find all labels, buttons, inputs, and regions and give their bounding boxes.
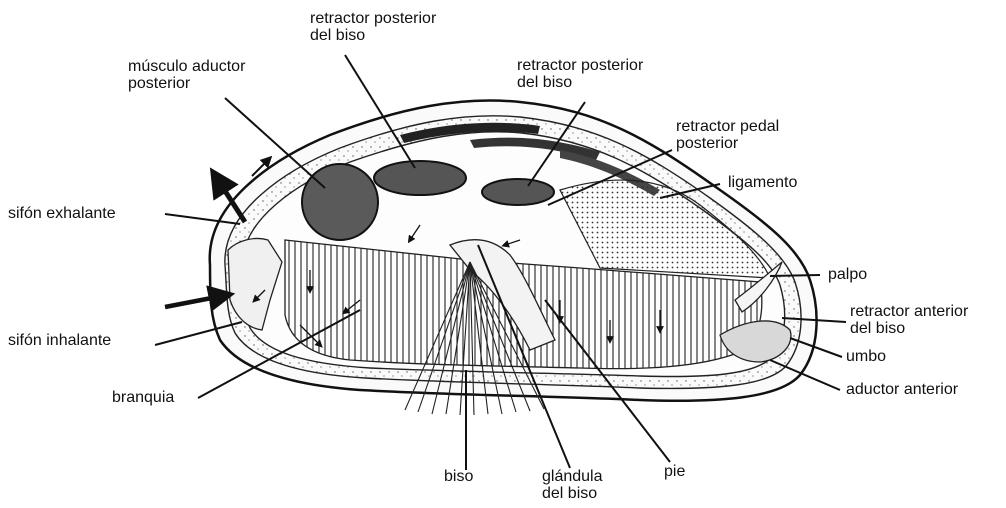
label-biso: biso (444, 468, 473, 485)
label-umbo: umbo (846, 348, 886, 365)
label-musculo-aductor: músculo aductor posterior (128, 58, 245, 92)
posterior-adductor-muscle (302, 164, 378, 240)
label-retractor-posterior-1: retractor posterior del biso (310, 10, 436, 44)
label-retractor-pedal: retractor pedal posterior (676, 118, 779, 152)
label-aductor-anterior: aductor anterior (846, 381, 958, 398)
label-sifon-inhalante: sifón inhalante (8, 332, 111, 349)
label-retractor-anterior: retractor anterior del biso (850, 303, 968, 337)
label-pie: pie (664, 463, 685, 480)
label-retractor-posterior-2: retractor posterior del biso (517, 57, 643, 91)
leader-palpo (770, 275, 820, 276)
label-palpo: palpo (828, 266, 867, 283)
label-ligamento: ligamento (728, 174, 797, 191)
label-glandula: glándula del biso (542, 468, 603, 502)
label-branquia: branquia (112, 389, 174, 406)
posterior-retractor-muscle (374, 161, 466, 195)
label-sifon-exhalante: sifón exhalante (8, 205, 116, 222)
posterior-retractor-muscle-2 (482, 179, 554, 205)
